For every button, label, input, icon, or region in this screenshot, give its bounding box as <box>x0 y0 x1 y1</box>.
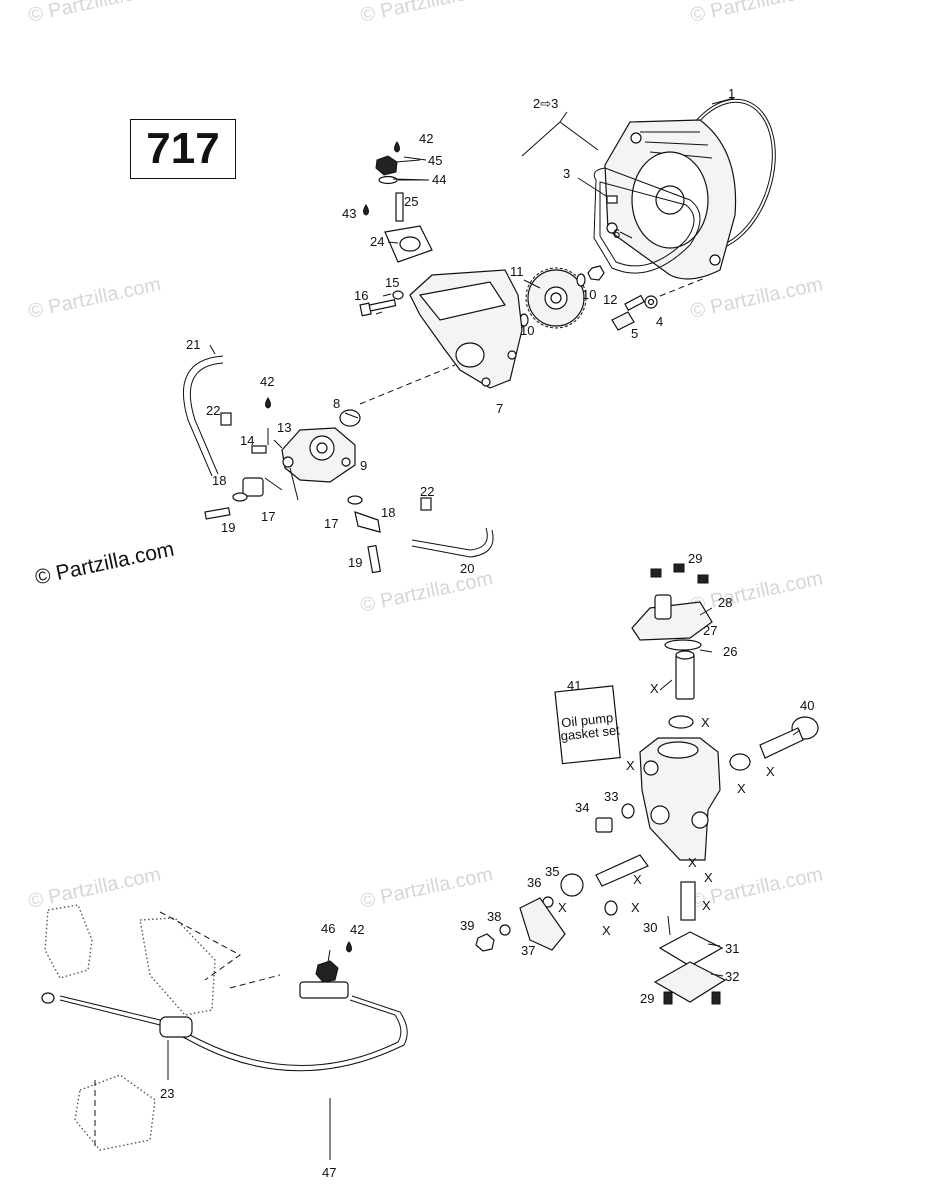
callout-40: 40 <box>800 698 814 713</box>
callout-35: 35 <box>545 864 559 879</box>
callout-16: 16 <box>354 288 368 303</box>
x-mark: X <box>704 870 713 885</box>
callout-13: 13 <box>277 420 291 435</box>
callout-29b: 29 <box>640 991 654 1006</box>
callout-10b: 10 <box>582 287 596 302</box>
callout-28: 28 <box>718 595 732 610</box>
watermark: © Partzilla.com <box>358 0 494 27</box>
x-mark: X <box>558 900 567 915</box>
x-mark: X <box>766 764 775 779</box>
callout-43: 43 <box>342 206 356 221</box>
watermark: © Partzilla.com <box>358 863 494 913</box>
oil-pump-group <box>182 355 494 574</box>
callout-44: 44 <box>432 172 446 187</box>
gasket-set-label-line1: Oil pump <box>561 710 614 730</box>
callout-labels: 1 2⇨3 3 4 5 6 7 8 9 10 10 11 12 13 14 15… <box>160 86 814 1180</box>
callout-6: 6 <box>613 226 620 241</box>
callout-14: 14 <box>240 433 254 448</box>
callout-30: 30 <box>643 920 657 935</box>
valve-housing-group <box>339 141 523 427</box>
callout-19a: 19 <box>221 520 235 535</box>
rotary-valve-cover-group <box>519 97 776 331</box>
callout-22a: 22 <box>206 403 220 418</box>
callout-25: 25 <box>404 194 418 209</box>
gasket-set-card: Oil pump gasket set <box>560 710 621 743</box>
callout-47: 47 <box>322 1165 336 1180</box>
callout-10a: 10 <box>520 323 534 338</box>
callout-23: 23 <box>160 1086 174 1101</box>
callout-9: 9 <box>360 458 367 473</box>
callout-1: 1 <box>728 86 735 101</box>
callout-3: 3 <box>563 166 570 181</box>
callout-32: 32 <box>725 969 739 984</box>
callout-34: 34 <box>575 800 589 815</box>
x-mark: X <box>626 758 635 773</box>
watermark: © Partzilla.com <box>688 0 824 27</box>
x-mark: X <box>702 898 711 913</box>
watermark: © Partzilla.com <box>26 273 162 323</box>
callout-42b: 42 <box>260 374 274 389</box>
callout-15: 15 <box>385 275 399 290</box>
callout-22b: 22 <box>420 484 434 499</box>
callout-21: 21 <box>186 337 200 352</box>
model-label-box: 717 <box>130 119 236 179</box>
callout-36: 36 <box>527 875 541 890</box>
x-mark: X <box>602 923 611 938</box>
callout-46: 46 <box>321 921 335 936</box>
callout-39: 39 <box>460 918 474 933</box>
callout-33: 33 <box>604 789 618 804</box>
callout-45: 45 <box>428 153 442 168</box>
callout-42c: 42 <box>350 922 364 937</box>
callout-11: 11 <box>510 264 524 279</box>
gasket-set-label-line2: gasket set <box>560 722 621 743</box>
callout-19b: 19 <box>348 555 362 570</box>
callout-2-3: 2⇨3 <box>533 96 558 111</box>
callout-18b: 18 <box>381 505 395 520</box>
x-mark: X <box>633 872 642 887</box>
callout-41: 41 <box>567 678 581 693</box>
oil-pump-exploded-group <box>475 563 819 1005</box>
x-marks: X X X X X X X X X X X X <box>558 681 775 938</box>
callout-4: 4 <box>656 314 663 329</box>
callout-24: 24 <box>370 234 384 249</box>
watermark: © Partzilla.com <box>26 863 162 913</box>
watermark: © Partzilla.com <box>26 0 162 27</box>
callout-20: 20 <box>460 561 474 576</box>
callout-7: 7 <box>496 401 503 416</box>
x-mark: X <box>688 855 697 870</box>
callout-31: 31 <box>725 941 739 956</box>
callout-8: 8 <box>333 396 340 411</box>
callout-29a: 29 <box>688 551 702 566</box>
x-mark: X <box>701 715 710 730</box>
x-mark: X <box>737 781 746 796</box>
x-mark: X <box>631 900 640 915</box>
callout-18a: 18 <box>212 473 226 488</box>
callout-17b: 17 <box>324 516 338 531</box>
callout-38: 38 <box>487 909 501 924</box>
callout-26: 26 <box>723 644 737 659</box>
callout-17a: 17 <box>261 509 275 524</box>
leader-lines <box>167 156 801 1160</box>
callout-12: 12 <box>603 292 617 307</box>
callout-27: 27 <box>703 623 717 638</box>
model-label: 717 <box>146 124 220 173</box>
cable-group <box>41 904 408 1151</box>
callout-42a: 42 <box>419 131 433 146</box>
callout-37: 37 <box>521 943 535 958</box>
callout-5: 5 <box>631 326 638 341</box>
watermark: © Partzilla.com <box>688 273 824 323</box>
x-mark: X <box>650 681 659 696</box>
